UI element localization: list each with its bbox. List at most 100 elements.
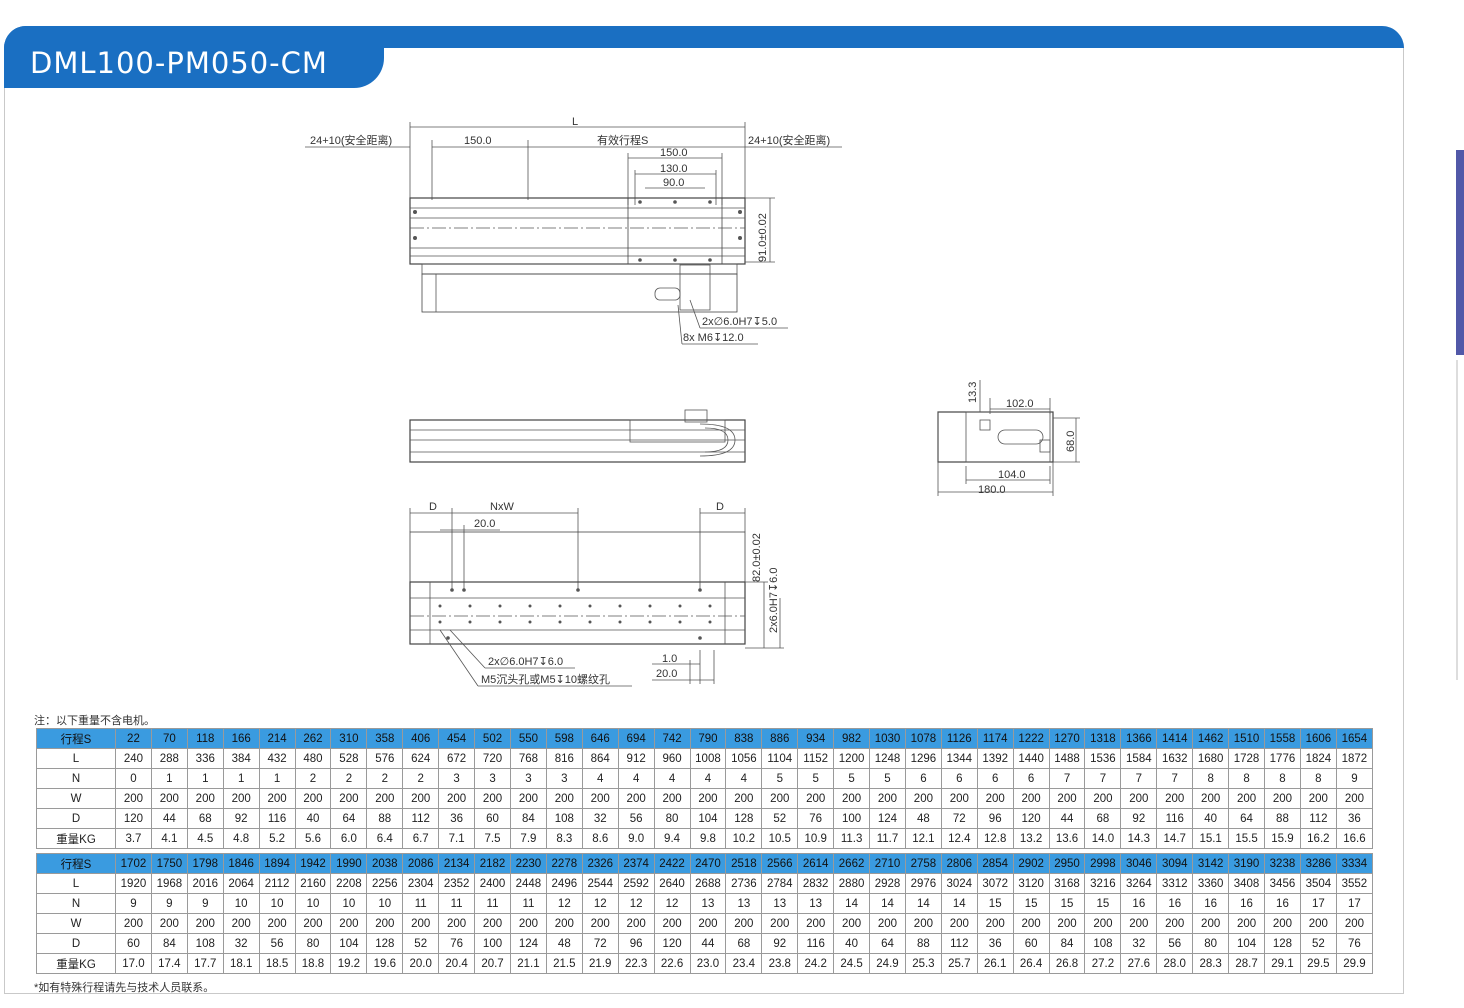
section-view (937, 380, 1080, 496)
table-cell: 17.0 (115, 953, 152, 974)
table-cell: 3.7 (115, 828, 152, 849)
stroke-cell: 1894 (258, 853, 296, 874)
table-cell: 200 (869, 788, 906, 809)
table-cell: 52 (402, 933, 440, 954)
table-cell: 1440 (1012, 748, 1050, 769)
table-cell: 5 (797, 768, 835, 789)
stroke-cell: 934 (797, 728, 835, 749)
table-cell: 2 (294, 768, 332, 789)
table-cell: 200 (1264, 913, 1301, 934)
table-cell: 16 (1192, 893, 1230, 914)
stroke-cell: 2134 (438, 853, 476, 874)
table-cell: 200 (1120, 788, 1158, 809)
safety-left-label: 24+10(安全距离) (310, 133, 392, 147)
table-cell: 15.1 (1192, 828, 1230, 849)
table-cell: 10 (258, 893, 296, 914)
table-cell: 200 (653, 913, 691, 934)
table-cell: 24.9 (869, 953, 906, 974)
table-cell: 2928 (869, 873, 906, 894)
table-cell: 14.0 (1084, 828, 1122, 849)
stroke-cell: 310 (330, 728, 368, 749)
table-cell: 3552 (1335, 873, 1374, 894)
table-cell: 5.6 (294, 828, 332, 849)
table-cell: 96 (976, 808, 1014, 829)
stroke-cell: 790 (689, 728, 727, 749)
table-cell: 10 (330, 893, 368, 914)
table-cell: 1728 (1228, 748, 1265, 769)
dim-20-label: 20.0 (474, 518, 495, 530)
table-cell: 5.2 (258, 828, 296, 849)
table-cell: 1 (222, 768, 260, 789)
table-cell: 816 (545, 748, 583, 769)
table-cell: 2688 (689, 873, 727, 894)
table-cell: 1104 (761, 748, 799, 769)
table-cell: 40 (1192, 808, 1230, 829)
table-cell: 32 (581, 808, 619, 829)
table-cell: 200 (294, 913, 332, 934)
table-cell: 40 (294, 808, 332, 829)
table-cell: 29.5 (1299, 953, 1337, 974)
table-cell: 10 (222, 893, 260, 914)
table-cell: 8 (1299, 768, 1337, 789)
table-cell: 200 (186, 788, 224, 809)
table-cell: 15.9 (1264, 828, 1301, 849)
table-cell: 76 (797, 808, 835, 829)
row-label: N (36, 893, 116, 914)
side-view (409, 409, 746, 463)
table-cell: 200 (976, 788, 1014, 809)
table-cell: 12 (653, 893, 691, 914)
row-label: W (36, 913, 116, 934)
table-cell: 200 (438, 788, 476, 809)
stroke-cell: 1366 (1120, 728, 1158, 749)
table-cell: 200 (689, 913, 727, 934)
stroke-cell: 982 (833, 728, 871, 749)
stroke-cell: 3142 (1192, 853, 1230, 874)
stroke-cell: 2614 (797, 853, 835, 874)
table-cell: 56 (617, 808, 655, 829)
table-cell: 44 (150, 808, 188, 829)
table-cell: 17 (1335, 893, 1374, 914)
table-cell: 576 (366, 748, 404, 769)
table-cell: 68 (725, 933, 763, 954)
table-cell: 4 (689, 768, 727, 789)
table-cell: 72 (581, 933, 619, 954)
stroke-cell: 2854 (976, 853, 1014, 874)
table-cell: 12.4 (940, 828, 978, 849)
table-cell: 2544 (581, 873, 619, 894)
table-cell: 14 (833, 893, 871, 914)
dim-L-label: L (572, 116, 578, 128)
table-cell: 200 (940, 913, 978, 934)
stroke-cell: 2038 (366, 853, 404, 874)
table-cell: 116 (258, 808, 296, 829)
table-cell: 60 (1012, 933, 1050, 954)
table-cell: 7 (1120, 768, 1158, 789)
table-cell: 200 (438, 913, 476, 934)
table-cell: 28.3 (1192, 953, 1230, 974)
table-cell: 104 (1228, 933, 1265, 954)
stroke-cell: 22 (115, 728, 152, 749)
top-view (305, 122, 842, 345)
table-cell: 5 (761, 768, 799, 789)
table-cell: 240 (115, 748, 152, 769)
table-cell: 14.7 (1156, 828, 1194, 849)
table-cell: 84 (509, 808, 547, 829)
table-cell: 200 (1120, 913, 1158, 934)
table-cell: 26.1 (976, 953, 1014, 974)
table-cell: 25.7 (940, 953, 978, 974)
bottom-hole-pins-label: 2x∅6.0H7↧6.0 (488, 656, 563, 668)
table-cell: 36 (976, 933, 1014, 954)
table-cell: 200 (976, 913, 1014, 934)
table-cell: 23.8 (761, 953, 799, 974)
table-cell: 80 (294, 933, 332, 954)
stroke-cell: 166 (222, 728, 260, 749)
stroke-cell: 1078 (904, 728, 942, 749)
table-cell: 84 (150, 933, 188, 954)
table-cell: 64 (869, 933, 906, 954)
table-cell: 10 (366, 893, 404, 914)
table-cell: 200 (222, 913, 260, 934)
table-cell: 26.8 (1048, 953, 1086, 974)
table-cell: 200 (150, 788, 188, 809)
dim-130-label: 130.0 (660, 163, 688, 175)
